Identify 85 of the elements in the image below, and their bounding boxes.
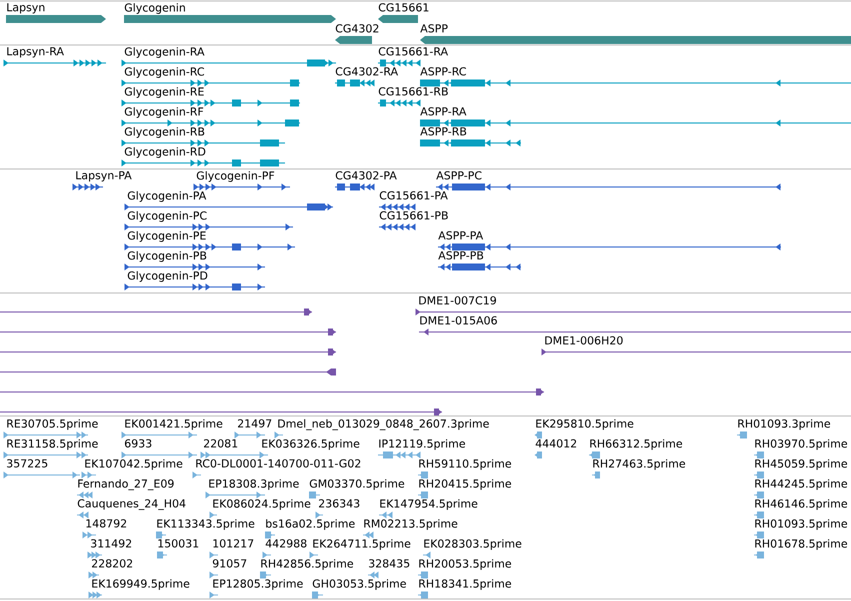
feature-label: Glycogenin-PC [128, 211, 207, 222]
feature-label: EK028303.5prime [424, 539, 522, 550]
feature-label: EK169949.5prime [92, 579, 190, 590]
feature-label: Fernando_27_E09 [78, 479, 174, 490]
feature-label: EK113343.5prime [157, 519, 254, 530]
feature-label: EK086024.5prime [213, 499, 310, 510]
feature-label: EK107042.5prime [85, 459, 182, 470]
feature-label: IP12119.5prime [379, 439, 466, 450]
feature-label: RM02213.5prime [364, 519, 458, 530]
feature-label: Glycogenin-PF [196, 171, 274, 182]
feature-label: CG15661-RB [378, 87, 448, 96]
feature-label: DME1-007C19 [419, 296, 496, 305]
feature-label: 228202 [92, 559, 132, 568]
feature-label: RH27463.5prime [593, 459, 686, 470]
feature-label: EP12805.3prime [213, 579, 303, 590]
feature-label: Dmel_neb_013029_0848_2607.3prime [278, 419, 489, 430]
feature-label: Glycogenin [124, 3, 185, 14]
feature-label: RE31158.5prime [7, 439, 98, 450]
feature-label: ASPP-PC [436, 171, 482, 180]
feature-label: RH01678.5prime [755, 539, 848, 550]
feature-label: RH46146.5prime [755, 499, 848, 510]
feature-label: ASPP-PB [438, 251, 484, 260]
feature-label: RH42856.5prime [261, 559, 354, 570]
feature-label: Lapsyn-RA [7, 47, 64, 58]
feature-label: RH01093.3prime [738, 419, 830, 430]
feature-label: RH59110.5prime [419, 459, 512, 470]
feature-label: Lapsyn-PA [76, 171, 132, 182]
feature-label: EK147954.5prime [380, 499, 478, 510]
feature-label: RH03970.5prime [755, 439, 848, 450]
feature-label: Glycogenin-PA [128, 191, 206, 202]
feature-label: 311492 [91, 539, 132, 548]
feature-label: Cauquenes_24_H04 [78, 499, 186, 510]
feature-label: 236343 [319, 499, 360, 508]
feature-label: Lapsyn [7, 3, 44, 14]
feature-label: EK295810.5prime [536, 419, 634, 430]
feature-label: RH20053.5prime [419, 559, 512, 570]
feature-label: 6933 [124, 439, 152, 448]
feature-label: EK001421.5prime [125, 419, 222, 430]
feature-label: 444012 [536, 439, 576, 448]
feature-label: 357225 [7, 459, 48, 468]
feature-label: CG15661-RA [378, 47, 448, 56]
feature-label: RC0-DL0001-140700-011-G02 [196, 459, 360, 468]
feature-label: Glycogenin-PB [128, 251, 206, 262]
feature-label: CG15661-PA [380, 191, 448, 200]
feature-label: GH03053.5prime [312, 579, 406, 590]
feature-label: 148792 [86, 519, 126, 528]
feature-label: 22081 [204, 439, 238, 448]
feature-label: DME1-006H20 [545, 336, 623, 345]
feature-label: RH18341.5prime [419, 579, 512, 590]
feature-label: RH01093.5prime [755, 519, 848, 530]
feature-label: CG4302-PA [336, 171, 397, 180]
feature-label: Glycogenin-PE [128, 231, 206, 242]
feature-label: RH66312.5prime [590, 439, 682, 450]
feature-label: EK264711.5prime [313, 539, 410, 550]
feature-label: Glycogenin-RF [124, 107, 204, 118]
feature-label: DME1-015A06 [420, 316, 497, 325]
feature-label: EK036326.5prime [262, 439, 360, 450]
feature-label: RH44245.5prime [755, 479, 848, 490]
feature-label: 328435 [369, 559, 410, 568]
feature-label: 101217 [213, 539, 254, 548]
feature-label: ASPP-PA [438, 231, 484, 240]
feature-label: Glycogenin-RC [124, 67, 204, 78]
feature-label: Glycogenin-RA [124, 47, 204, 58]
feature-label: RE30705.5prime [7, 419, 98, 430]
feature-label: Glycogenin-RB [124, 127, 204, 138]
feature-label: RH45059.5prime [755, 459, 848, 470]
feature-label: ASPP-RB [420, 127, 466, 136]
feature-label: CG15661 [378, 3, 428, 12]
feature-label: 21497 [238, 419, 272, 428]
feature-label: ASPP-RA [420, 107, 466, 116]
feature-label: Glycogenin-PD [128, 271, 208, 282]
feature-label: EP18308.3prime [209, 479, 299, 490]
feature-label: 150031 [158, 539, 198, 548]
feature-label: Glycogenin-RE [124, 87, 204, 98]
feature-label: ASPP [420, 24, 448, 33]
feature-label: CG15661-PB [380, 211, 448, 220]
feature-label: ASPP-RC [420, 67, 466, 76]
feature-label: Glycogenin-RD [124, 147, 206, 158]
feature-label: GM03370.5prime [310, 479, 404, 490]
feature-label: 91057 [212, 559, 246, 568]
feature-label: CG4302-RA [336, 67, 398, 76]
feature-label: RH20415.5prime [419, 479, 512, 490]
feature-label: bs16a02.5prime [266, 519, 355, 530]
feature-label: 442988 [266, 539, 306, 548]
feature-label: CG4302 [336, 24, 378, 33]
